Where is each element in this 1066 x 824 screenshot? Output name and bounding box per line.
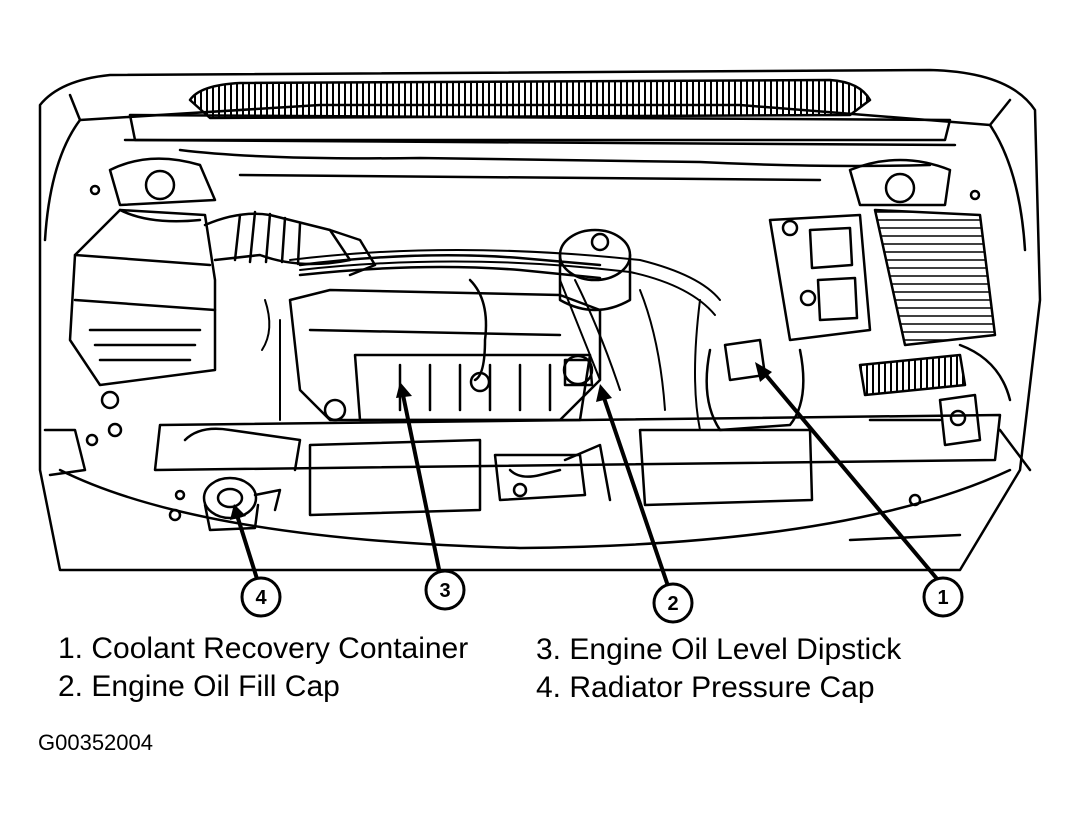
battery xyxy=(768,213,872,342)
callout-4-label: 4 xyxy=(255,587,267,609)
engine-compartment-illustration: 1 2 3 4 xyxy=(38,68,1042,624)
legend-item-3: 3. Engine Oil Level Dipstick xyxy=(536,631,901,669)
radiator-support xyxy=(153,413,1002,522)
legend-item-2-text: Engine Oil Fill Cap xyxy=(91,670,340,703)
leader-1 xyxy=(758,366,940,582)
radiator-pressure-cap xyxy=(202,476,282,532)
power-distribution-center xyxy=(858,208,1012,402)
arrowhead-1 xyxy=(755,362,772,382)
front-bumper xyxy=(58,468,1012,550)
legend-item-1: 1. Coolant Recovery Container xyxy=(58,630,468,668)
legend-item-1-number: 1. xyxy=(58,632,84,665)
arrowhead-4 xyxy=(230,504,246,520)
legend-item-4-number: 4. xyxy=(536,671,562,704)
legend-left-column: 1. Coolant Recovery Container 2. Engine … xyxy=(58,630,468,706)
callout-1-label: 1 xyxy=(937,587,948,609)
callout-1: 1 xyxy=(922,576,964,618)
reservoir-tank xyxy=(558,228,632,387)
cowl-panel xyxy=(89,113,981,201)
leader-2 xyxy=(600,390,670,588)
callout-4: 4 xyxy=(240,576,282,618)
figure-id: G00352004 xyxy=(38,730,153,755)
strut-towers xyxy=(108,157,952,207)
air-cleaner-box xyxy=(68,208,217,438)
callout-3: 3 xyxy=(424,569,466,611)
callout-arrowheads xyxy=(230,362,772,520)
callout-2: 2 xyxy=(652,582,694,624)
legend-item-4-text: Radiator Pressure Cap xyxy=(569,671,875,704)
arrowhead-3 xyxy=(396,382,412,398)
engine-block xyxy=(288,253,602,422)
arrowhead-2 xyxy=(596,384,612,402)
legend-item-3-number: 3. xyxy=(536,633,562,666)
legend-item-1-text: Coolant Recovery Container xyxy=(91,632,469,665)
callout-3-label: 3 xyxy=(439,580,450,602)
cowl-grille xyxy=(188,78,872,120)
hood-latch xyxy=(493,443,612,502)
callout-leaders xyxy=(234,366,940,588)
leader-3 xyxy=(400,388,442,576)
leader-4 xyxy=(234,510,260,584)
legend-item-2-number: 2. xyxy=(58,670,84,703)
callout-2-label: 2 xyxy=(667,593,678,615)
wire-harness xyxy=(261,249,721,431)
legend-item-2: 2. Engine Oil Fill Cap xyxy=(58,668,468,706)
legend-item-4: 4. Radiator Pressure Cap xyxy=(536,669,901,707)
legend-item-3-text: Engine Oil Level Dipstick xyxy=(569,633,902,666)
legend-right-column: 3. Engine Oil Level Dipstick 4. Radiator… xyxy=(536,631,901,707)
